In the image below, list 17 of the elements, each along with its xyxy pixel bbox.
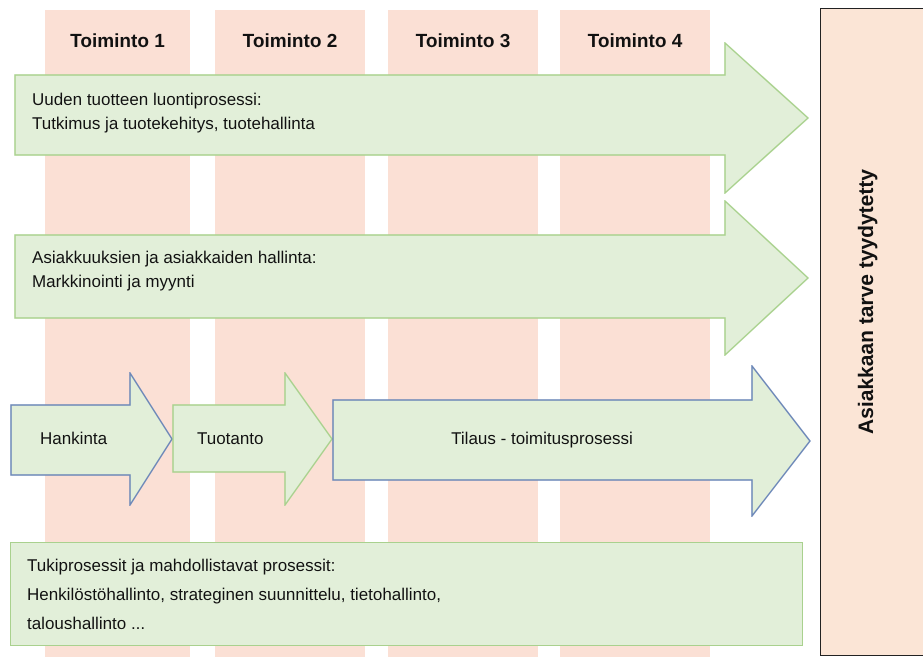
column-band <box>45 10 190 74</box>
process-box <box>10 542 803 646</box>
arrow-label: Asiakkuuksien ja asiakkaiden hallinta: Markkinointi ja myynti <box>32 247 318 293</box>
outcome-box <box>820 8 923 656</box>
box-label: Tukiprosessit ja mahdollistavat prosessit: Henkilöstöhallinto, strateginen suunnittelu, tietohallinto, taloushallinto ... <box>27 555 442 635</box>
column-heading: Toiminto 3 <box>414 30 512 54</box>
column-heading: Toiminto 4 <box>586 30 684 54</box>
column-band <box>560 10 710 74</box>
column-heading: Toiminto 1 <box>69 30 166 54</box>
arrow-label: Uuden tuotteen luontiprosessi: Tutkimus ja tuotekehitys, tuotehallinta <box>32 89 316 135</box>
column-heading: Toiminto 2 <box>242 30 338 54</box>
arrow-label: Tilaus - toimitusprosessi <box>450 428 634 450</box>
arrow-label: Tuotanto <box>197 428 264 450</box>
column-band <box>215 10 365 74</box>
column-band <box>388 10 538 74</box>
outcome-label: Asiakkaan tarve tyydytetty <box>855 169 879 434</box>
arrow-label: Hankinta <box>40 428 108 450</box>
